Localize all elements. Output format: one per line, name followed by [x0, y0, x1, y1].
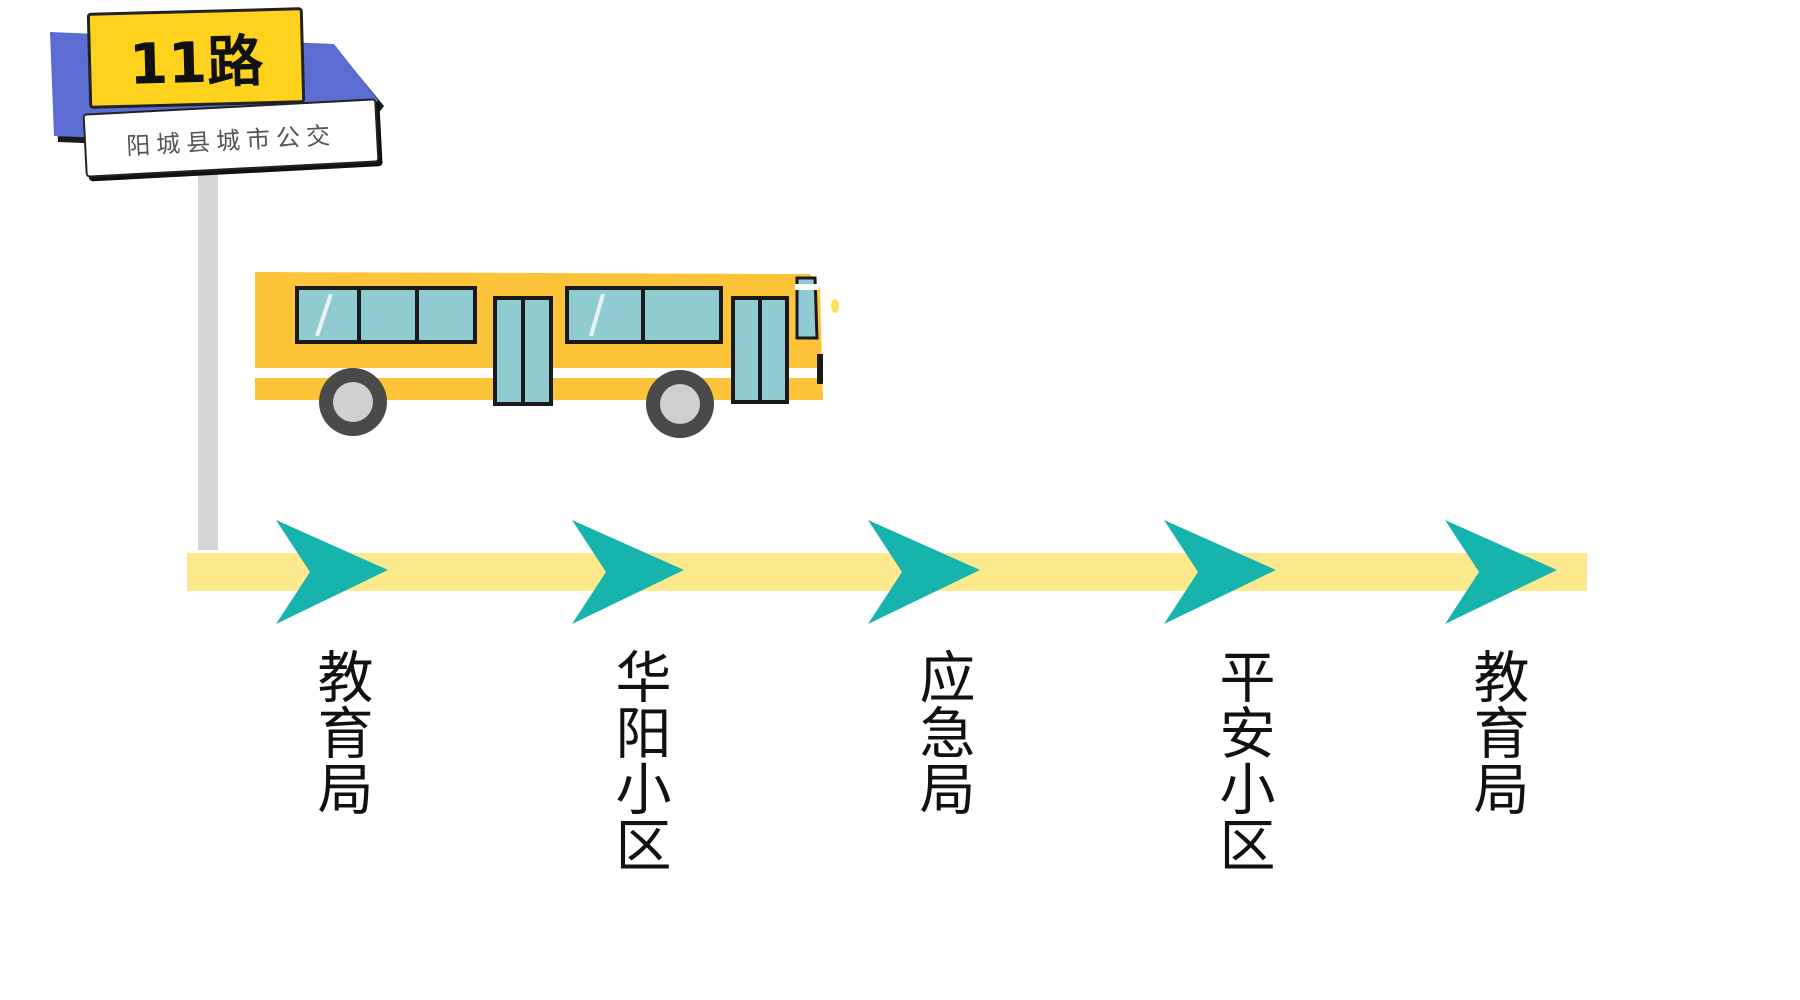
route-arrow-icon [276, 520, 391, 624]
route-line [187, 553, 1587, 591]
stop-name: 教育局 [1464, 648, 1529, 816]
route-arrow-icon [572, 520, 687, 624]
stop-name: 应急局 [910, 648, 975, 816]
route-arrow-icon [1164, 520, 1279, 624]
route-arrow-icon [868, 520, 983, 624]
stop-name: 华阳小区 [606, 648, 671, 872]
stop-name: 平安小区 [1210, 648, 1275, 872]
bus-icon [255, 272, 839, 438]
stop-name: 教育局 [308, 648, 373, 816]
route-number: 11路 [86, 7, 306, 109]
route-arrow-icon [1445, 520, 1560, 624]
sign-pole [198, 160, 218, 550]
